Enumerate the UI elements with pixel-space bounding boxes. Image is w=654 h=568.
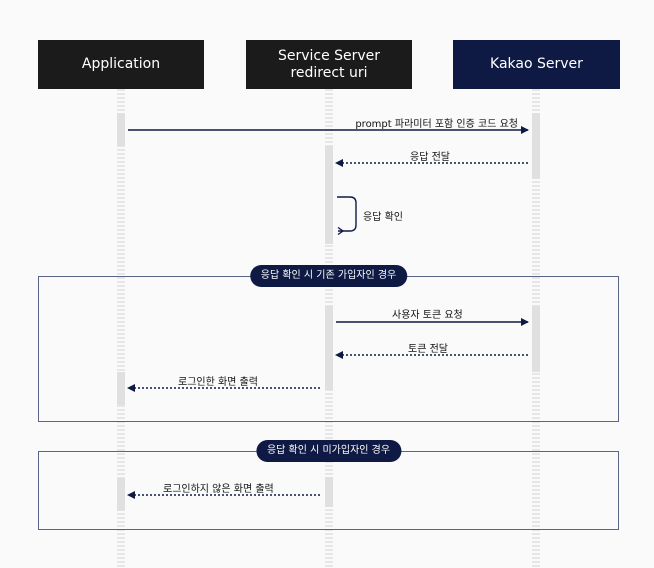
actor-service-label-line1: Service Server	[277, 47, 381, 64]
label-request-code: prompt 파라미터 포함 인증 코드 요청	[355, 119, 518, 130]
label-show-not-logged-in-screen: 로그인하지 않은 화면 출력	[163, 484, 274, 495]
activation-application-2	[117, 372, 125, 405]
frame-not-registered: 응답 확인 시 미가입자인 경우	[38, 440, 619, 530]
label-deliver-token: 토큰 전달	[408, 344, 448, 355]
activation-service-2	[325, 306, 333, 390]
activation-kakao-1	[532, 113, 540, 179]
lifeline-application	[117, 89, 125, 568]
actor-service-server: Service Server redirect uri	[246, 40, 412, 89]
actor-application: Application	[38, 40, 204, 89]
label-request-token: 사용자 토큰 요청	[392, 310, 463, 321]
label-deliver-response: 응답 전달	[410, 152, 450, 163]
activation-kakao-2	[532, 306, 540, 372]
frame-existing-user: 응답 확인 시 기존 가입자인 경우	[38, 265, 619, 422]
frame-existing-user-label: 응답 확인 시 기존 가입자인 경우	[249, 265, 408, 287]
activation-application-1	[117, 113, 125, 146]
arrow-self-check	[337, 196, 357, 231]
label-check-response: 응답 확인	[363, 212, 403, 223]
actor-service-label-line2: redirect uri	[290, 64, 368, 81]
actor-kakao-server: Kakao Server	[453, 40, 620, 89]
actor-kakao-label: Kakao Server	[490, 56, 583, 72]
activation-service-3	[325, 477, 333, 507]
label-show-login-screen: 로그인한 화면 출력	[178, 377, 258, 388]
activation-service-1	[325, 146, 333, 244]
activation-application-3	[117, 478, 125, 511]
actor-application-label: Application	[81, 56, 161, 72]
frame-not-registered-label: 응답 확인 시 미가입자인 경우	[255, 440, 402, 462]
